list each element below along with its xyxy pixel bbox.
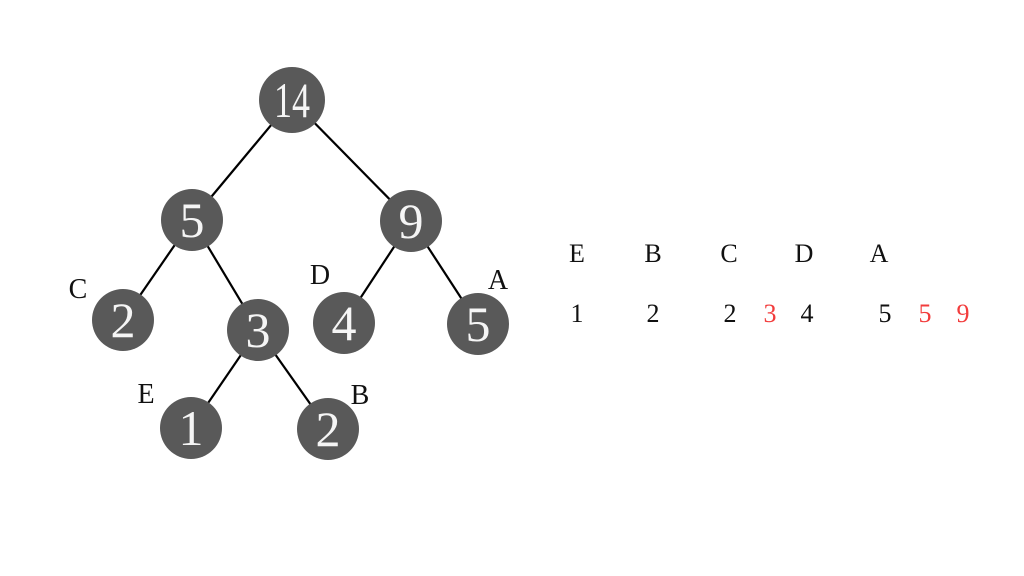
tree-node-circle-n5L [161, 189, 223, 251]
tree-node-value-n3: 3 [246, 302, 271, 358]
freq-number-3-highlighted: 3 [764, 299, 777, 328]
branch-label-D: D [310, 260, 330, 291]
tree-node-circle-nD [313, 292, 375, 354]
tree-node-value-nD: 4 [332, 295, 357, 351]
freq-letter-A: A [870, 239, 889, 268]
freq-letter-C: C [720, 239, 737, 268]
branch-label-B: B [351, 380, 370, 411]
freq-number-6-highlighted: 5 [919, 299, 932, 328]
tree-node-circle-nC [92, 289, 154, 351]
tree-node-value-n5L: 5 [180, 192, 205, 248]
tree-node-value-n14: 14 [274, 72, 310, 128]
branch-label-C: C [69, 274, 88, 305]
tree-node-value-n9: 9 [399, 193, 424, 249]
tree-node-value-nA: 5 [466, 296, 491, 352]
freq-number-5: 5 [879, 299, 892, 328]
tree-node-circle-nB [297, 398, 359, 460]
freq-number-2: 2 [724, 299, 737, 328]
tree-node-circle-n14 [259, 67, 325, 133]
branch-label-A: A [488, 265, 509, 296]
freq-number-4: 4 [801, 299, 814, 328]
freq-number-1: 2 [647, 299, 660, 328]
tree-node-circle-nE [160, 397, 222, 459]
freq-number-0: 1 [571, 299, 584, 328]
freq-number-7-highlighted: 9 [957, 299, 970, 328]
tree-node-circle-nA [447, 293, 509, 355]
tree-node-value-nC: 2 [111, 292, 136, 348]
freq-letter-E: E [569, 239, 585, 268]
tree-node-circle-n3 [227, 299, 289, 361]
tree-node-value-nE: 1 [179, 400, 204, 456]
branch-label-E: E [137, 379, 154, 410]
tree-node-value-nB: 2 [316, 401, 341, 457]
freq-letter-B: B [644, 239, 661, 268]
tree-node-circle-n9 [380, 190, 442, 252]
freq-letter-D: D [795, 239, 814, 268]
